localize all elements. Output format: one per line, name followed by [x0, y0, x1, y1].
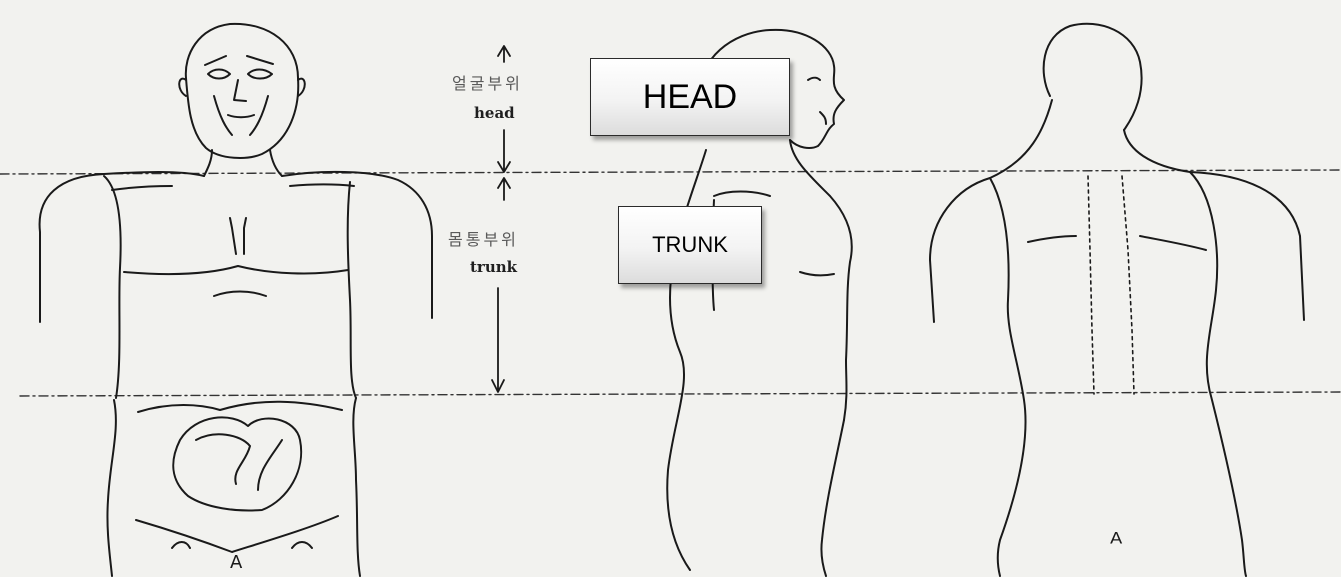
- trunk-callout-label: TRUNK: [652, 232, 728, 258]
- front-torso: [40, 172, 432, 398]
- dimension-arrows: [492, 46, 510, 392]
- back-figure-mark: A: [1110, 529, 1122, 548]
- trunk-label-korean: 몸통부위: [448, 226, 519, 250]
- head-callout-box: HEAD: [590, 58, 790, 136]
- front-figure: [40, 24, 432, 576]
- front-figure-mark: A: [230, 552, 242, 573]
- back-head: [1044, 24, 1142, 130]
- trunk-callout-box: TRUNK: [618, 206, 762, 284]
- front-pelvis: [107, 398, 360, 576]
- back-neck: [990, 100, 1190, 178]
- shoulder-reference-line: [0, 170, 1341, 174]
- trunk-label-english: trunk: [470, 258, 517, 276]
- head-callout-label: HEAD: [643, 78, 737, 117]
- head-label-korean: 얼굴부위: [452, 70, 523, 94]
- back-torso: [930, 172, 1304, 576]
- head-label-english-text: head: [474, 104, 515, 122]
- side-torso: [667, 236, 844, 576]
- hip-reference-line: [20, 392, 1341, 396]
- back-figure: [930, 24, 1304, 576]
- front-head: [186, 24, 298, 158]
